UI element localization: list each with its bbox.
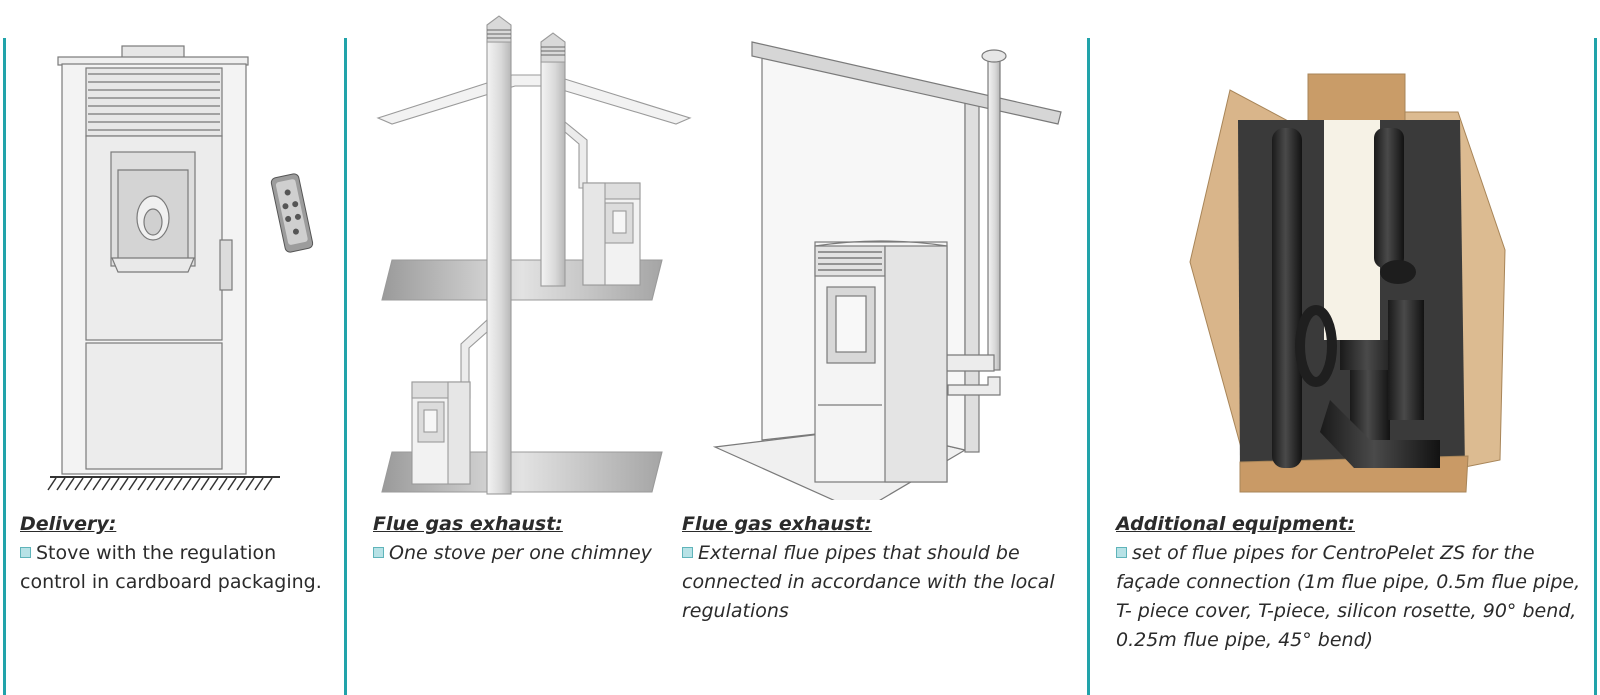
hatch-stroke	[128, 477, 138, 491]
hatch-stroke	[83, 477, 93, 491]
hatch-ground	[47, 477, 273, 491]
hatch-stroke	[164, 477, 174, 491]
caption-text: One stove per one chimney	[373, 539, 673, 568]
square-bullet-icon	[373, 547, 384, 558]
caption-text-value: set of flue pipes for CentroPelet ZS for…	[1116, 542, 1581, 651]
hatch-stroke	[263, 477, 273, 491]
hatch-stroke	[119, 477, 129, 491]
caption-text-value: One stove per one chimney	[389, 542, 652, 564]
hatch-stroke	[146, 477, 156, 491]
caption-title: Additional equipment:	[1116, 513, 1355, 535]
caption-text: External flue pipes that should be conne…	[682, 539, 1067, 626]
caption-title: Flue gas exhaust:	[373, 513, 563, 535]
hatch-stroke	[218, 477, 228, 491]
caption-text-value: Stove with the regulation control in car…	[20, 542, 322, 593]
hatch-stroke	[200, 477, 210, 491]
flue-pipe-box-photo	[1189, 73, 1506, 493]
caption-flue-gas-2: Flue gas exhaust: External flue pipes th…	[682, 510, 1067, 626]
caption-title: Flue gas exhaust:	[682, 513, 872, 535]
square-bullet-icon	[20, 547, 31, 558]
caption-text-value: External flue pipes that should be conne…	[682, 542, 1055, 622]
hatch-stroke	[236, 477, 246, 491]
hatch-stroke	[101, 477, 111, 491]
caption-title: Delivery:	[20, 513, 117, 535]
hatch-stroke	[65, 477, 75, 491]
divider-line-4	[1594, 38, 1597, 695]
caption-text: set of flue pipes for CentroPelet ZS for…	[1116, 539, 1591, 655]
hatch-stroke	[191, 477, 201, 491]
hatch-stroke	[173, 477, 183, 491]
hatch-stroke	[227, 477, 237, 491]
hatch-stroke	[137, 477, 147, 491]
divider-line-1	[3, 38, 6, 695]
external-flue-illustration	[712, 41, 1062, 500]
hatch-stroke	[155, 477, 165, 491]
hatch-stroke	[245, 477, 255, 491]
caption-text: Stove with the regulation control in car…	[20, 539, 340, 597]
square-bullet-icon	[682, 547, 693, 558]
hatch-stroke	[47, 477, 57, 491]
hatch-stroke	[92, 477, 102, 491]
remote-control-icon	[270, 173, 314, 253]
hatch-stroke	[110, 477, 120, 491]
hatch-stroke	[182, 477, 192, 491]
divider-line-2	[344, 38, 347, 695]
hatch-stroke	[254, 477, 264, 491]
caption-additional-equipment: Additional equipment: set of flue pipes …	[1116, 510, 1591, 655]
illustrations-canvas	[47, 15, 1506, 500]
hatch-stroke	[56, 477, 66, 491]
square-bullet-icon	[1116, 547, 1127, 558]
caption-delivery: Delivery: Stove with the regulation cont…	[20, 510, 340, 597]
chimney-illustration	[376, 15, 692, 495]
stove-illustration	[50, 45, 280, 478]
divider-line-3	[1087, 38, 1090, 695]
hatch-stroke	[74, 477, 84, 491]
hatch-stroke	[209, 477, 219, 491]
caption-flue-gas-1: Flue gas exhaust: One stove per one chim…	[373, 510, 673, 568]
